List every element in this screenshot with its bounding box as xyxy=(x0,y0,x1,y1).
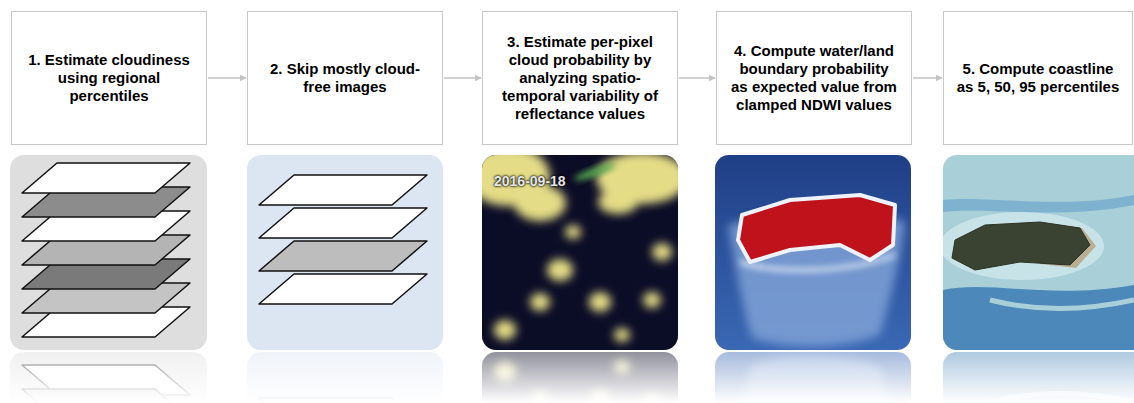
process-box: 5. Compute coastline as 5, 50, 95 percen… xyxy=(943,11,1133,145)
step-text: 2. Skip mostly cloud-free images xyxy=(260,60,430,96)
image-date: 2016-09-18 xyxy=(494,173,566,189)
layer-stack xyxy=(10,155,207,350)
flow-arrow xyxy=(444,77,481,79)
step-text: 1. Estimate cloudiness using regional pe… xyxy=(24,51,194,105)
layer-stack xyxy=(247,155,443,350)
cloud-image xyxy=(482,155,678,350)
flow-arrow xyxy=(208,77,246,79)
step-text: 3. Estimate per-pixel cloud probability … xyxy=(495,33,665,123)
boundary-probability-image xyxy=(715,155,911,350)
step-text: 5. Compute coastline as 5, 50, 95 percen… xyxy=(956,60,1120,96)
flow-arrow xyxy=(913,77,942,79)
flow-arrow xyxy=(679,77,715,79)
step-text: 4. Compute water/land boundary probabili… xyxy=(729,42,899,114)
process-box: 3. Estimate per-pixel cloud probability … xyxy=(482,11,678,145)
process-box: 2. Skip mostly cloud-free images xyxy=(247,11,443,145)
reflections xyxy=(10,352,1134,403)
coastline-image xyxy=(943,155,1134,350)
process-box: 4. Compute water/land boundary probabili… xyxy=(716,11,912,145)
process-box: 1. Estimate cloudiness using regional pe… xyxy=(11,11,207,145)
